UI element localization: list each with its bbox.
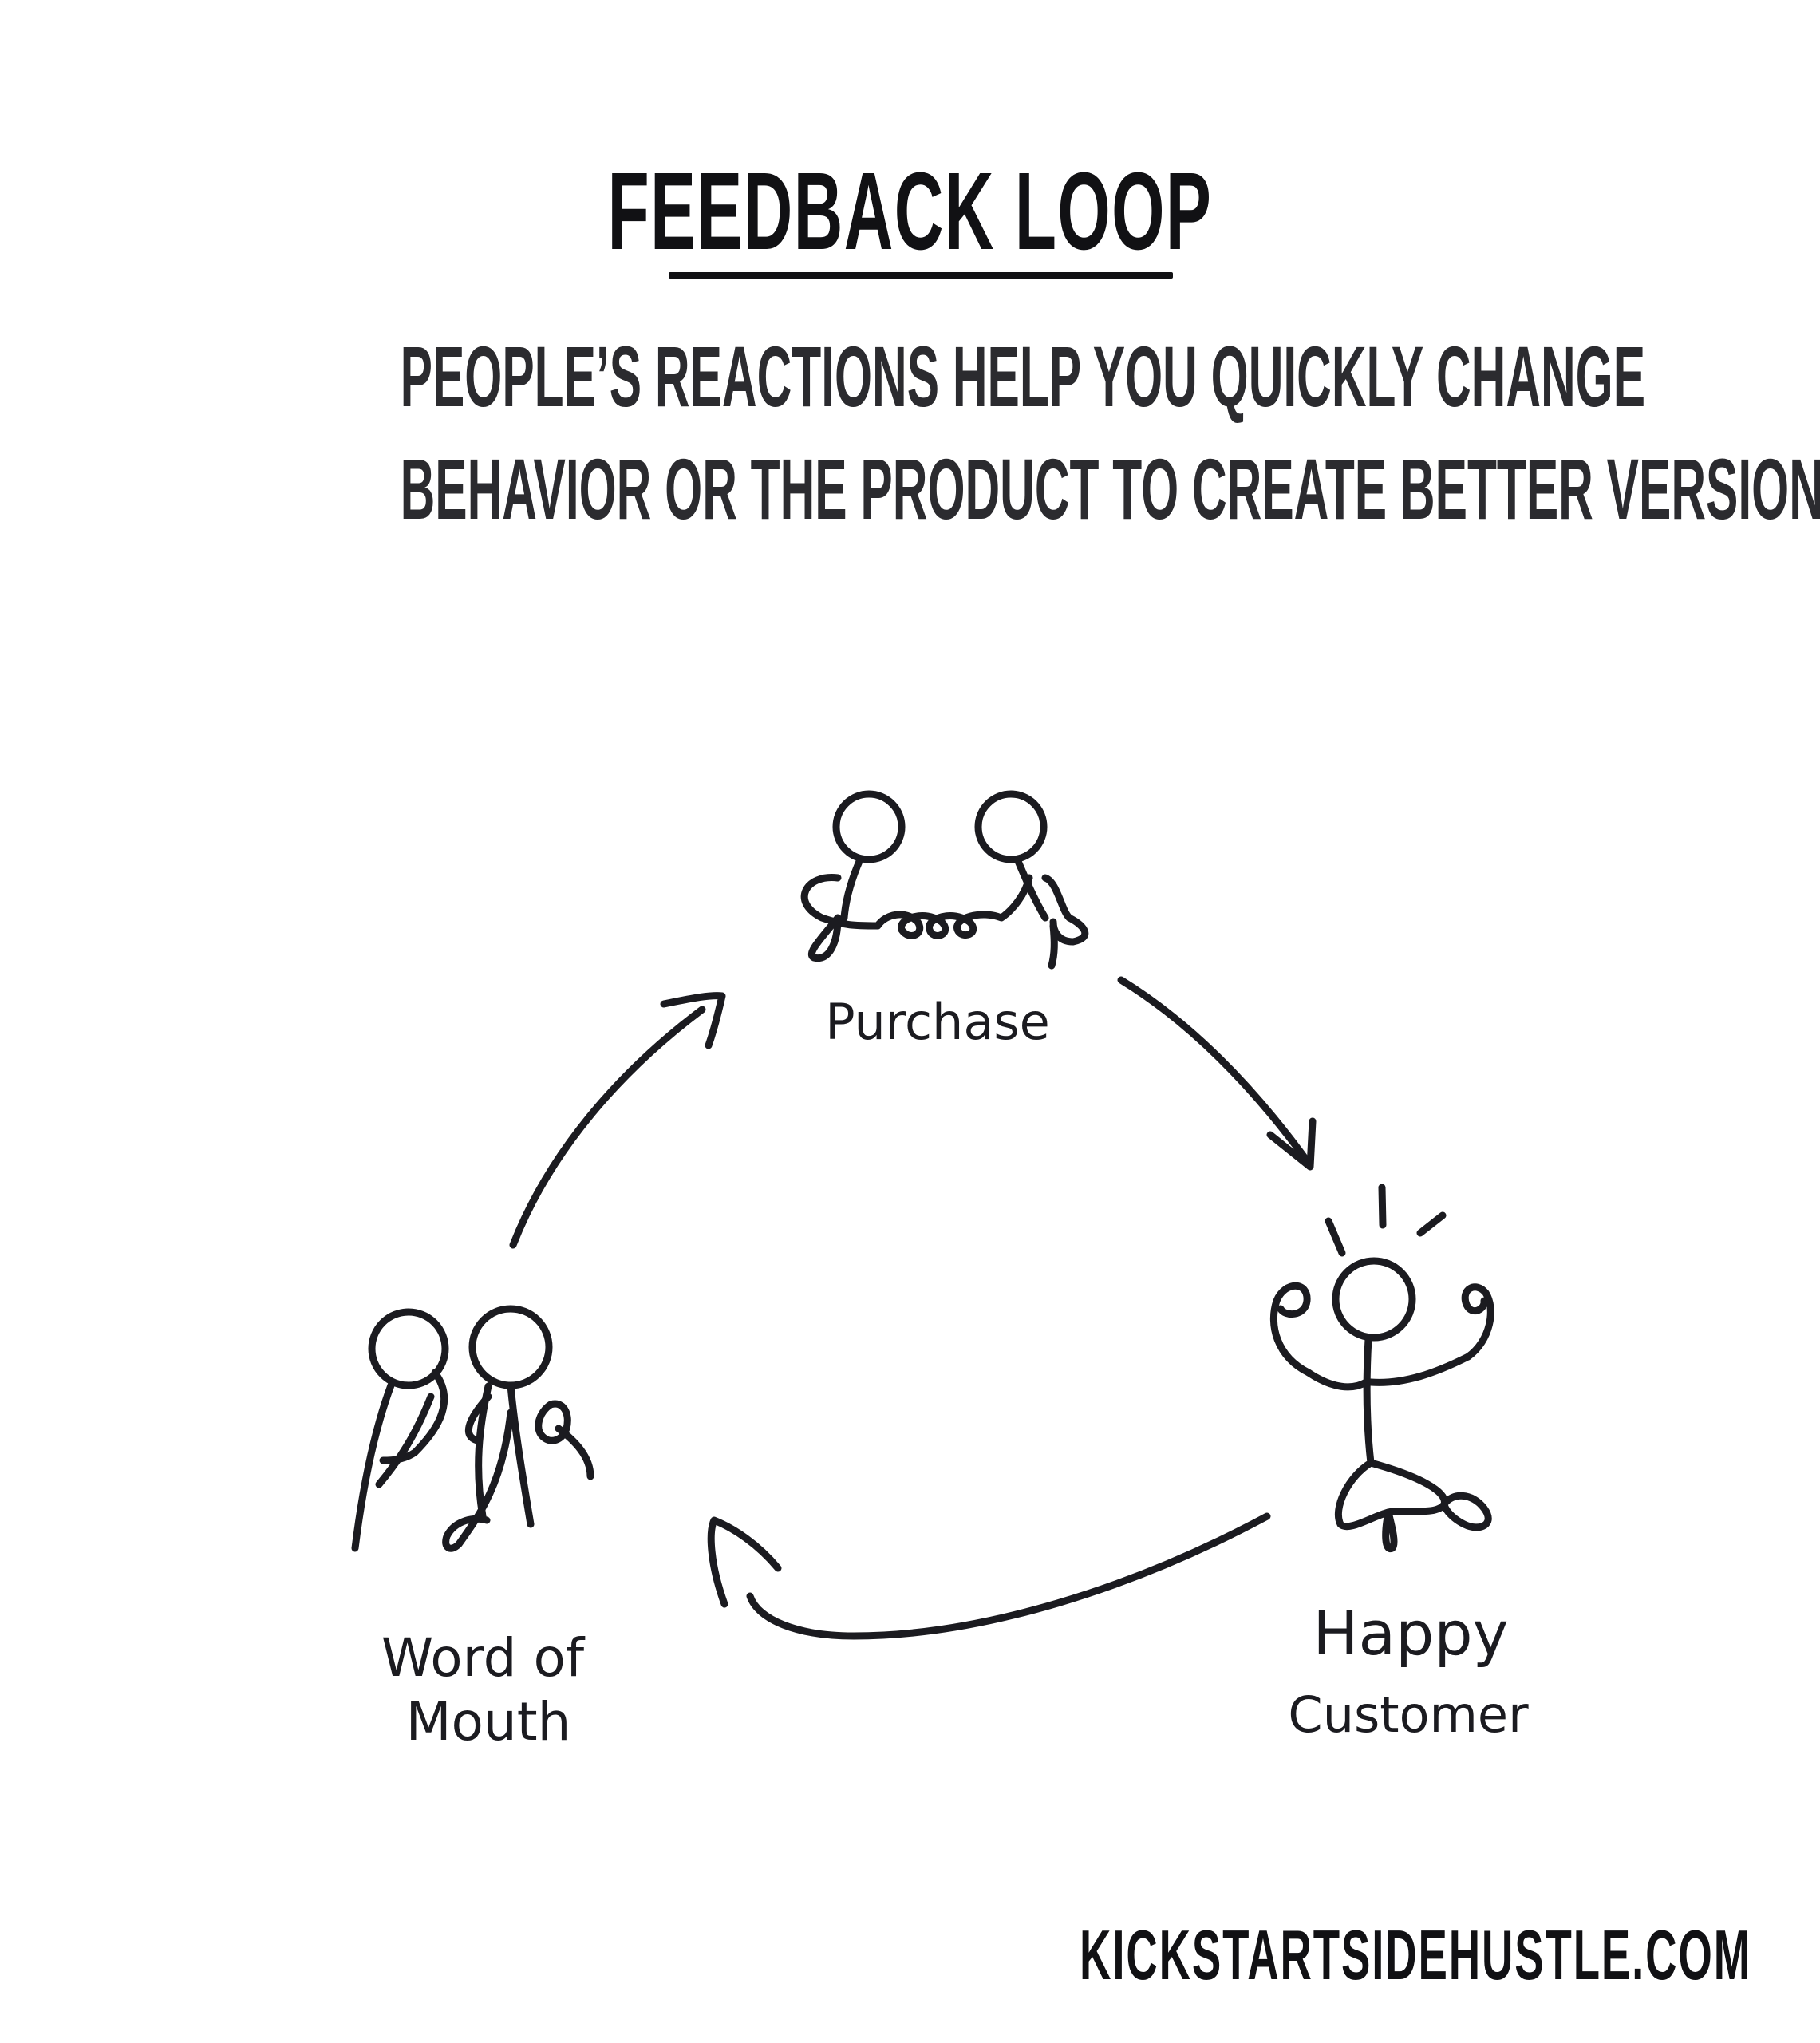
page-title: FEEDBACK LOOP	[607, 150, 1213, 273]
happy-label: Happy	[1313, 1598, 1508, 1669]
customer-label: Customer	[1288, 1685, 1529, 1744]
arrow-purchase-to-happy-customer	[1117, 976, 1317, 1171]
arrow-word-of-mouth-to-purchase	[509, 992, 726, 1249]
arrow-happy-customer-to-word-of-mouth	[707, 1512, 1271, 1640]
mouth-label: Mouth	[406, 1691, 571, 1753]
happy-person-icon	[1269, 1184, 1494, 1553]
word-of-label: Word of	[381, 1627, 586, 1689]
site-url: KICKSTARTSIDEHUSTLE.COM	[1080, 1915, 1751, 1994]
handshake-icon	[800, 790, 1089, 970]
title-underline	[669, 272, 1173, 279]
whispering-people-icon	[351, 1305, 594, 1552]
purchase-label: Purchase	[825, 993, 1050, 1051]
